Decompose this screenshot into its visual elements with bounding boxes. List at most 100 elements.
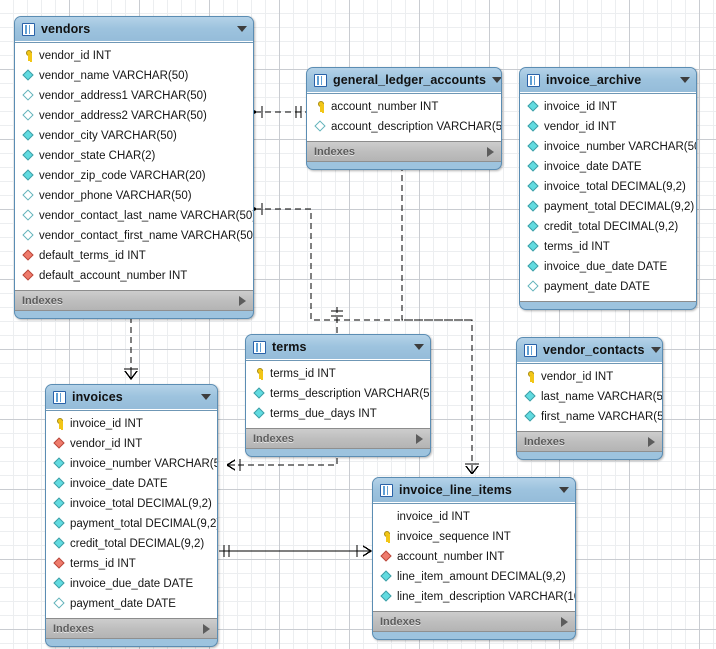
chevron-down-icon[interactable] bbox=[492, 77, 501, 83]
column-row[interactable]: vendor_name VARCHAR(50) bbox=[15, 66, 253, 86]
chevron-down-icon[interactable] bbox=[201, 394, 211, 400]
indexes-section-invoices[interactable]: Indexes bbox=[46, 619, 217, 639]
indexes-label: Indexes bbox=[253, 432, 294, 445]
column-icon bbox=[524, 410, 538, 424]
column-row[interactable]: vendor_address1 VARCHAR(50) bbox=[15, 86, 253, 106]
column-row[interactable]: terms_id INT bbox=[46, 554, 217, 574]
table-name-label: terms bbox=[272, 340, 307, 354]
table-vendor_contacts[interactable]: vendor_contacts vendor_id INT last_name VA… bbox=[516, 337, 663, 460]
column-row[interactable]: invoice_id INT bbox=[373, 507, 575, 527]
column-row[interactable]: payment_total DECIMAL(9,2) bbox=[46, 514, 217, 534]
table-terms[interactable]: terms terms_id INT terms_description VARCH… bbox=[245, 334, 431, 457]
column-row[interactable]: vendor_id INT bbox=[46, 434, 217, 454]
indexes-section-general_ledger_accounts[interactable]: Indexes bbox=[307, 142, 501, 162]
table-name-label: vendor_contacts bbox=[543, 343, 645, 357]
column-label: invoice_number VARCHAR(50) bbox=[544, 141, 697, 153]
table-header-invoice_line_items[interactable]: invoice_line_items bbox=[373, 478, 575, 503]
column-row[interactable]: invoice_number VARCHAR(50) bbox=[46, 454, 217, 474]
column-row[interactable]: vendor_id INT bbox=[517, 367, 662, 387]
column-row[interactable]: payment_date DATE bbox=[46, 594, 217, 614]
column-label: terms_description VARCHAR(50) bbox=[270, 388, 431, 400]
indexes-section-terms[interactable]: Indexes bbox=[246, 429, 430, 449]
column-icon bbox=[527, 220, 541, 234]
chevron-down-icon[interactable] bbox=[414, 344, 424, 350]
column-row[interactable]: vendor_city VARCHAR(50) bbox=[15, 126, 253, 146]
table-header-invoices[interactable]: invoices bbox=[46, 385, 217, 410]
column-nullable-icon bbox=[314, 120, 328, 134]
column-row[interactable]: invoice_id INT bbox=[46, 414, 217, 434]
column-row[interactable]: credit_total DECIMAL(9,2) bbox=[520, 217, 696, 237]
column-row[interactable]: invoice_total DECIMAL(9,2) bbox=[46, 494, 217, 514]
column-icon bbox=[380, 570, 394, 584]
column-label: default_account_number INT bbox=[39, 270, 188, 282]
column-row[interactable]: vendor_state CHAR(2) bbox=[15, 146, 253, 166]
column-row[interactable]: vendor_id INT bbox=[520, 117, 696, 137]
column-row[interactable]: invoice_date DATE bbox=[46, 474, 217, 494]
column-row[interactable]: vendor_address2 VARCHAR(50) bbox=[15, 106, 253, 126]
column-row[interactable]: account_number INT bbox=[373, 547, 575, 567]
foreign-key-icon bbox=[53, 437, 67, 451]
column-row[interactable]: invoice_total DECIMAL(9,2) bbox=[520, 177, 696, 197]
column-row[interactable]: terms_id INT bbox=[520, 237, 696, 257]
column-row[interactable]: line_item_amount DECIMAL(9,2) bbox=[373, 567, 575, 587]
column-row[interactable]: credit_total DECIMAL(9,2) bbox=[46, 534, 217, 554]
column-row[interactable]: terms_id INT bbox=[246, 364, 430, 384]
chevron-down-icon[interactable] bbox=[650, 347, 661, 353]
column-row[interactable]: invoice_date DATE bbox=[520, 157, 696, 177]
table-header-invoice_archive[interactable]: invoice_archive bbox=[520, 68, 696, 93]
column-row[interactable]: vendor_zip_code VARCHAR(20) bbox=[15, 166, 253, 186]
column-row[interactable]: vendor_contact_first_name VARCHAR(50) bbox=[15, 226, 253, 246]
column-row[interactable]: invoice_due_date DATE bbox=[46, 574, 217, 594]
column-row[interactable]: terms_due_days INT bbox=[246, 404, 430, 424]
column-row[interactable]: vendor_phone VARCHAR(50) bbox=[15, 186, 253, 206]
table-icon bbox=[314, 73, 327, 87]
chevron-right-icon[interactable] bbox=[561, 616, 568, 627]
column-icon bbox=[22, 129, 36, 143]
column-row[interactable]: default_terms_id INT bbox=[15, 246, 253, 266]
column-row[interactable]: account_description VARCHAR(50) bbox=[307, 117, 501, 137]
chevron-down-icon[interactable] bbox=[559, 487, 569, 493]
column-row[interactable]: default_account_number INT bbox=[15, 266, 253, 286]
chevron-right-icon[interactable] bbox=[416, 433, 423, 444]
column-row[interactable]: payment_total DECIMAL(9,2) bbox=[520, 197, 696, 217]
indexes-section-vendor_contacts[interactable]: Indexes bbox=[517, 432, 662, 452]
chevron-right-icon[interactable] bbox=[203, 623, 210, 634]
column-row[interactable]: line_item_description VARCHAR(100) bbox=[373, 587, 575, 607]
column-row[interactable]: account_number INT bbox=[307, 97, 501, 117]
indexes-section-invoice_line_items[interactable]: Indexes bbox=[373, 612, 575, 632]
indexes-section-vendors[interactable]: Indexes bbox=[15, 291, 253, 311]
chevron-right-icon[interactable] bbox=[487, 146, 494, 157]
chevron-right-icon[interactable] bbox=[648, 436, 655, 447]
column-label: terms_id INT bbox=[270, 368, 336, 380]
table-header-vendors[interactable]: vendors bbox=[15, 17, 253, 42]
column-row[interactable]: invoice_sequence INT bbox=[373, 527, 575, 547]
chevron-right-icon[interactable] bbox=[239, 295, 246, 306]
column-icon bbox=[253, 387, 267, 401]
table-header-vendor_contacts[interactable]: vendor_contacts bbox=[517, 338, 662, 363]
column-row[interactable]: invoice_id INT bbox=[520, 97, 696, 117]
chevron-down-icon[interactable] bbox=[237, 26, 247, 32]
column-row[interactable]: vendor_contact_last_name VARCHAR(50) bbox=[15, 206, 253, 226]
chevron-down-icon[interactable] bbox=[680, 77, 690, 83]
column-row[interactable]: first_name VARCHAR(50) bbox=[517, 407, 662, 427]
column-row[interactable]: vendor_id INT bbox=[15, 46, 253, 66]
table-general_ledger_accounts[interactable]: general_ledger_accounts account_number IN… bbox=[306, 67, 502, 170]
table-header-general_ledger_accounts[interactable]: general_ledger_accounts bbox=[307, 68, 501, 93]
table-header-terms[interactable]: terms bbox=[246, 335, 430, 360]
column-row[interactable]: last_name VARCHAR(50) bbox=[517, 387, 662, 407]
column-label: terms_id INT bbox=[70, 558, 136, 570]
column-row[interactable]: payment_date DATE bbox=[520, 277, 696, 297]
column-label: vendor_contact_first_name VARCHAR(50) bbox=[39, 230, 254, 242]
column-icon bbox=[53, 537, 67, 551]
column-label: vendor_id INT bbox=[541, 371, 614, 383]
column-row[interactable]: invoice_number VARCHAR(50) bbox=[520, 137, 696, 157]
column-row[interactable]: invoice_due_date DATE bbox=[520, 257, 696, 277]
indexes-label: Indexes bbox=[380, 615, 421, 628]
column-icon bbox=[527, 140, 541, 154]
column-row[interactable]: terms_description VARCHAR(50) bbox=[246, 384, 430, 404]
